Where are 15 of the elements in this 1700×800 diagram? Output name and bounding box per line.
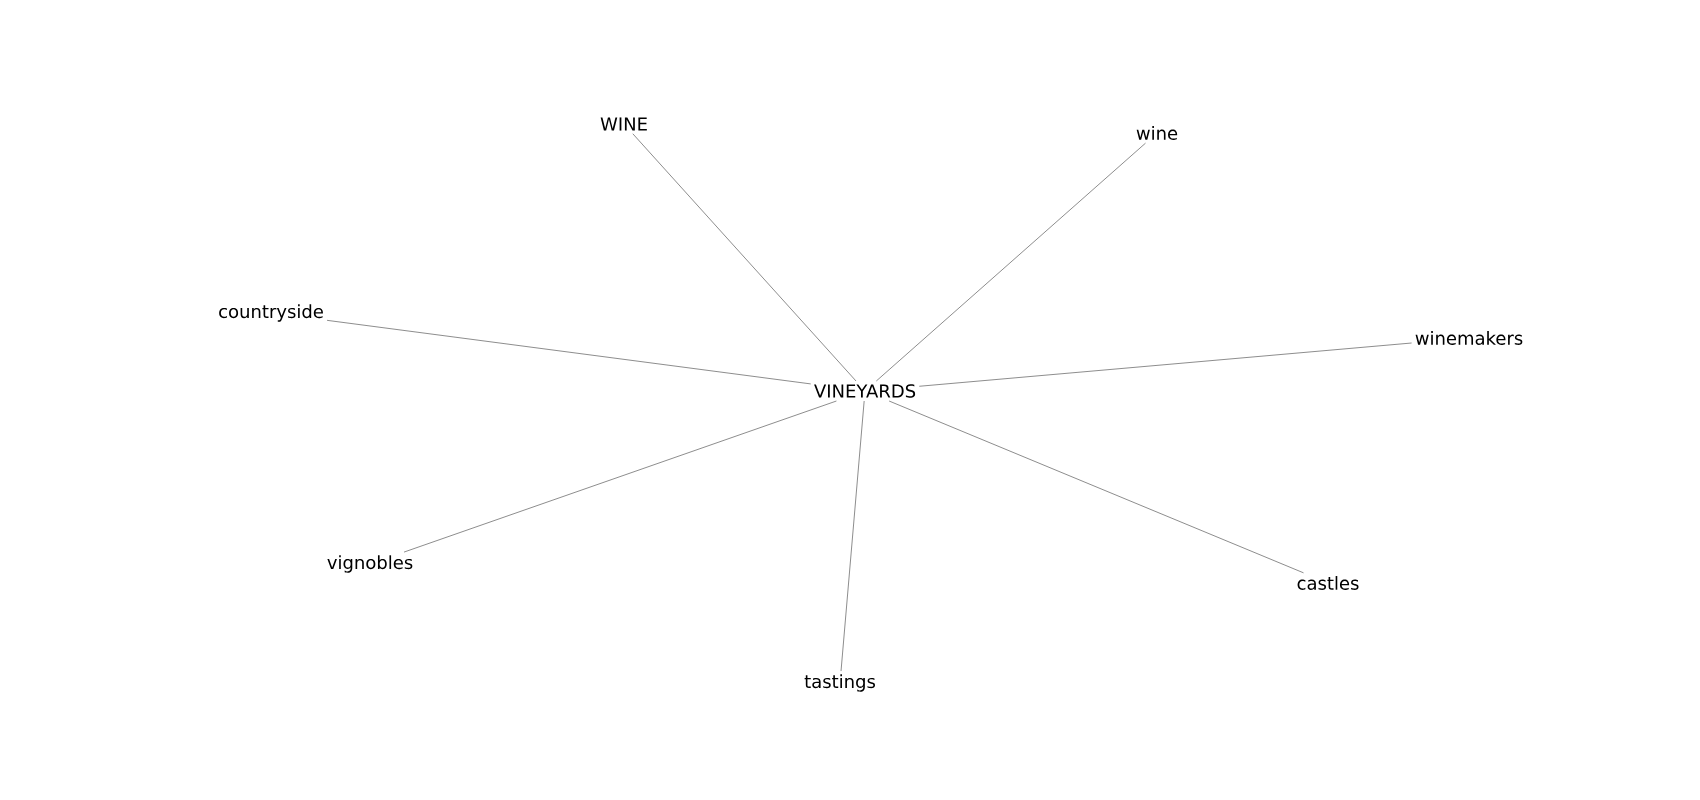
connector-line <box>403 400 837 553</box>
word-label: tastings <box>804 674 875 692</box>
word-label: WINE <box>600 117 647 131</box>
connector-line <box>840 400 865 672</box>
word-label: VINEYARDS <box>814 384 916 398</box>
word-label: countryside <box>219 304 323 322</box>
word-label: wine <box>1136 126 1178 140</box>
word-label: winemakers <box>1415 331 1523 345</box>
connector-line <box>326 319 812 385</box>
connector-line <box>632 133 857 382</box>
word-label: vignobles <box>327 555 413 573</box>
word-label: castles <box>1297 576 1359 590</box>
connector-line <box>918 342 1413 387</box>
connector-line <box>875 142 1146 382</box>
connector-line <box>888 400 1304 574</box>
